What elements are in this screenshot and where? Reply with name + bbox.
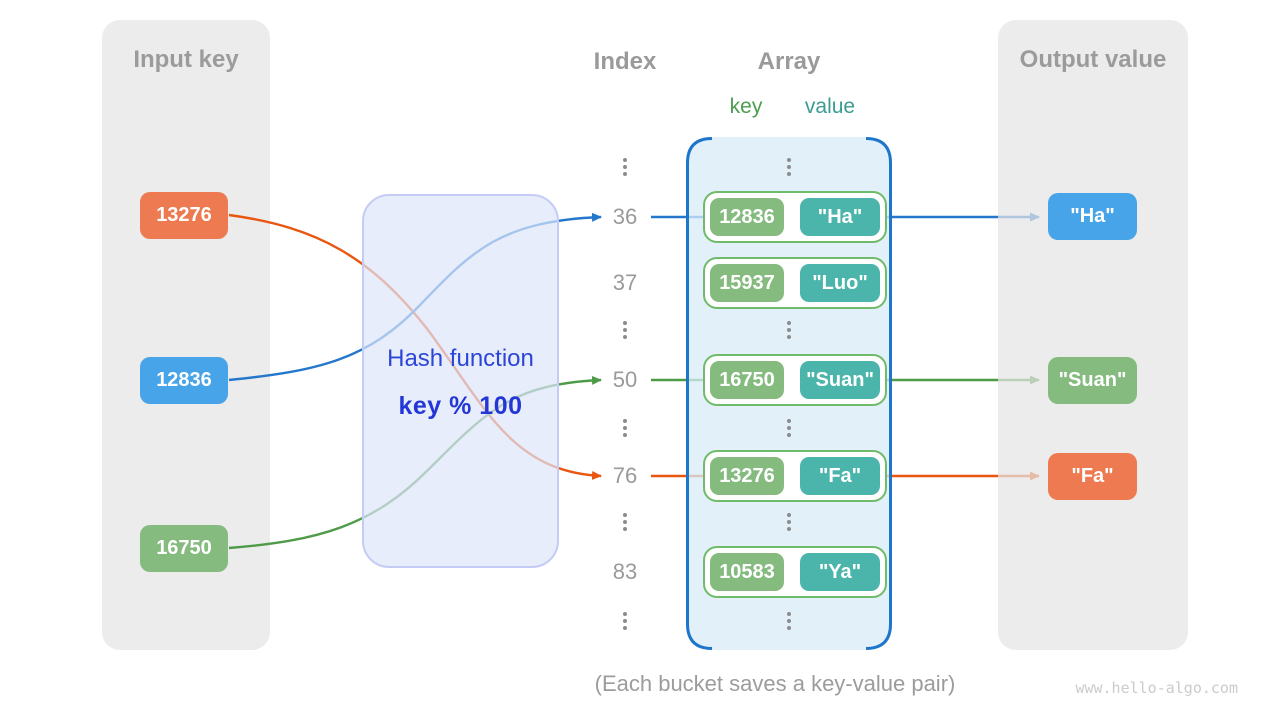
hash-function-box xyxy=(362,194,559,568)
array-ellipsis xyxy=(785,419,793,437)
array-ellipsis xyxy=(785,321,793,339)
bucket-key: 16750 xyxy=(710,361,784,399)
index-ellipsis xyxy=(621,612,629,630)
index-50: 50 xyxy=(612,367,638,392)
diagram-caption: (Each bucket saves a key-value pair) xyxy=(594,671,956,696)
index-ellipsis xyxy=(621,321,629,339)
bucket-value: "Ya" xyxy=(800,553,880,591)
array-key-header: key xyxy=(729,95,763,118)
output-value-fa: "Fa" xyxy=(1048,453,1137,500)
index-36: 36 xyxy=(612,204,638,229)
index-column-title: Index xyxy=(593,48,657,75)
bucket-row: 10583 "Ya" xyxy=(703,546,887,598)
input-key-12836: 12836 xyxy=(140,357,228,404)
bucket-row: 13276 "Fa" xyxy=(703,450,887,502)
index-83: 83 xyxy=(612,559,638,584)
index-76: 76 xyxy=(612,463,638,488)
hash-function-formula: key % 100 xyxy=(398,392,523,420)
watermark: www.hello-algo.com xyxy=(1075,679,1238,697)
input-key-16750: 16750 xyxy=(140,525,228,572)
array-value-header: value xyxy=(804,95,856,118)
bucket-value: "Fa" xyxy=(800,457,880,495)
bucket-key: 10583 xyxy=(710,553,784,591)
bucket-value: "Suan" xyxy=(800,361,880,399)
output-value-ha: "Ha" xyxy=(1048,193,1137,240)
index-ellipsis xyxy=(621,419,629,437)
hash-function-label: Hash function xyxy=(387,345,534,372)
bucket-value: "Luo" xyxy=(800,264,880,302)
array-bracket-left xyxy=(686,137,713,650)
index-ellipsis xyxy=(621,513,629,531)
bucket-key: 13276 xyxy=(710,457,784,495)
bucket-value: "Ha" xyxy=(800,198,880,236)
input-panel-title: Input key xyxy=(133,46,239,73)
bucket-key: 12836 xyxy=(710,198,784,236)
array-ellipsis xyxy=(785,513,793,531)
bucket-row: 16750 "Suan" xyxy=(703,354,887,406)
input-key-13276: 13276 xyxy=(140,192,228,239)
output-value-suan: "Suan" xyxy=(1048,357,1137,404)
bucket-row: 12836 "Ha" xyxy=(703,191,887,243)
array-ellipsis xyxy=(785,612,793,630)
array-ellipsis xyxy=(785,158,793,176)
array-column-title: Array xyxy=(757,48,821,75)
index-ellipsis xyxy=(621,158,629,176)
bucket-key: 15937 xyxy=(710,264,784,302)
output-panel-title: Output value xyxy=(1019,46,1167,73)
output-panel xyxy=(998,20,1188,650)
array-bracket-right xyxy=(865,137,892,650)
index-37: 37 xyxy=(612,270,638,295)
bucket-row: 15937 "Luo" xyxy=(703,257,887,309)
input-panel xyxy=(102,20,270,650)
